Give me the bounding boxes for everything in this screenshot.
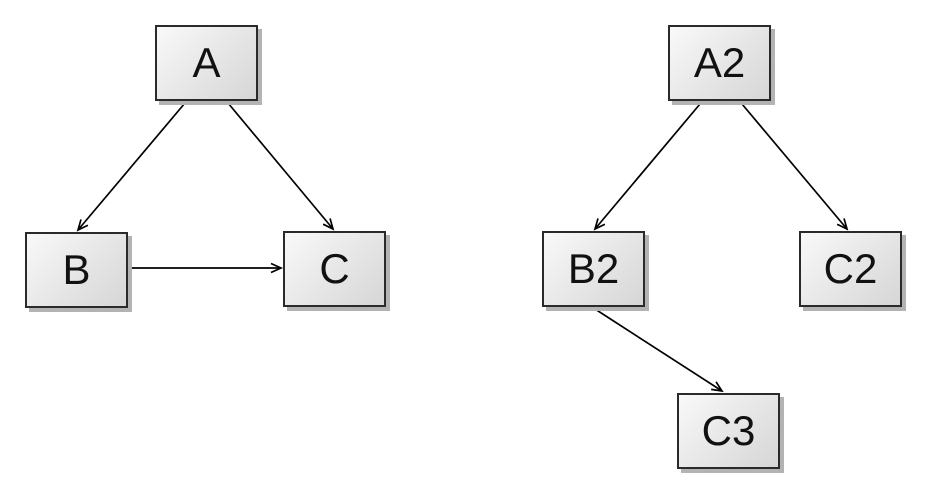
node-a[interactable]: A [155, 25, 258, 101]
node-b[interactable]: B [25, 232, 128, 308]
edge-a2-to-c2[interactable] [741, 103, 849, 231]
edge-a2-to-b2[interactable] [593, 103, 701, 231]
node-label: C3 [701, 407, 756, 454]
node-c3[interactable]: C3 [677, 393, 780, 469]
node-label: A [192, 39, 221, 86]
node-label: A2 [693, 39, 746, 86]
node-b2[interactable]: B2 [542, 231, 645, 307]
node-label: B2 [567, 245, 620, 292]
node-label: B [62, 246, 91, 293]
edge-b2-to-c3[interactable] [594, 308, 724, 393]
node-c2[interactable]: C2 [799, 231, 902, 307]
edge-a-to-b[interactable] [76, 102, 186, 232]
node-c[interactable]: C [283, 231, 386, 307]
node-a2[interactable]: A2 [668, 25, 771, 101]
edge-a-to-c[interactable] [227, 102, 335, 231]
node-label: C [319, 245, 350, 292]
node-label: C2 [823, 245, 878, 292]
